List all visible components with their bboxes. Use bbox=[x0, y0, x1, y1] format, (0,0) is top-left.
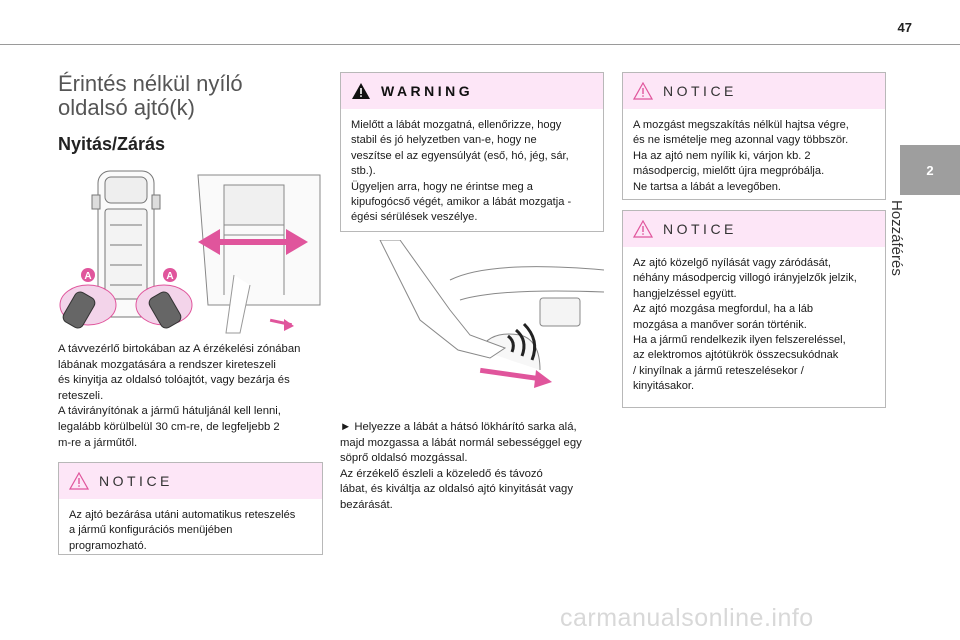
notice-body: A mozgást megszakítás nélkül hajtsa végr… bbox=[623, 109, 885, 203]
notice-body: Az ajtó közelgő nyílását vagy záródását,… bbox=[623, 247, 885, 403]
notice-triangle-icon bbox=[633, 220, 653, 238]
van-sensor-zone-illustration: A A bbox=[59, 170, 321, 334]
intro-line: reteszeli. bbox=[58, 389, 104, 402]
warning-line: égési sérülések veszélye. bbox=[351, 211, 478, 224]
leg-icon bbox=[379, 240, 507, 359]
warning-line: stb.). bbox=[351, 165, 376, 178]
warning-line: Ügyeljen arra, hogy ne érintse meg a bbox=[351, 180, 533, 193]
instruction-line: lábat, és kiváltja az oldalsó ajtó kinyi… bbox=[340, 483, 573, 496]
bumper-outline bbox=[449, 266, 604, 371]
zone-a-right-label: A bbox=[166, 271, 173, 282]
notice-header: NOTICE bbox=[623, 211, 885, 247]
warning-body: Mielőtt a lábát mozgatná, ellenőrizze, h… bbox=[341, 109, 603, 234]
notice-line: programozható. bbox=[69, 539, 147, 552]
instruction-line: Az érzékelő észleli a közeledő és távozó bbox=[340, 467, 543, 480]
intro-paragraph: A távvezérlő birtokában az A érzékelési … bbox=[58, 342, 326, 451]
zone-a-left-badge bbox=[81, 268, 95, 282]
instruction-line: ► Helyezze a lábát a hátsó lökhárító sar… bbox=[340, 421, 577, 433]
warning-line: stabil és jó helyzetben van-e, hogy ne bbox=[351, 134, 537, 147]
instruction-paragraph: ► Helyezze a lábát a hátsó lökhárító sar… bbox=[340, 420, 604, 514]
notice-title: NOTICE bbox=[663, 83, 737, 99]
notice-line: és ne ismételje meg azonnal vagy többszö… bbox=[633, 134, 849, 147]
warning-line: veszítse el az egyensúlyát (eső, hó, jég… bbox=[351, 149, 569, 162]
foot-under-bumper-illustration bbox=[379, 240, 604, 388]
notice-line: Az ajtó mozgása megfordul, ha a láb bbox=[633, 303, 814, 316]
intro-line: és kinyitja az oldalsó tolóajtót, vagy b… bbox=[58, 374, 290, 387]
notice-line: kinyitásakor. bbox=[633, 380, 695, 393]
notice-line: az elektromos ajtótükrök összecsukódnak bbox=[633, 349, 839, 362]
chapter-number: 2 bbox=[926, 162, 934, 178]
notice-line: mozgása a manőver során történik. bbox=[633, 318, 807, 331]
notice-line: a jármű konfigurációs menüjében bbox=[69, 524, 233, 537]
chapter-title: Hozzáférés bbox=[888, 200, 905, 276]
instruction-line: söprő oldalsó mozgással. bbox=[340, 452, 468, 465]
notice-triangle-icon bbox=[69, 472, 89, 490]
van-top-view bbox=[91, 170, 161, 318]
key-fob-left-icon bbox=[62, 291, 96, 329]
notice-box-autolock: NOTICE Az ajtó bezárása utáni automatiku… bbox=[58, 462, 323, 555]
section-title-line1: Érintés nélkül nyíló bbox=[58, 71, 243, 96]
notice-line: / kinyílnak a jármű reteszelésekor / bbox=[633, 364, 804, 377]
chapter-side-label: Hozzáférés bbox=[888, 200, 923, 330]
notice-line: néhány másodpercig villogó irányjelzők j… bbox=[633, 272, 857, 285]
foot-motion-arrow-icon bbox=[269, 318, 294, 331]
section-title: Érintés nélkül nyíló oldalsó ajtó(k) bbox=[58, 72, 318, 120]
sensor-wave-icon bbox=[507, 322, 537, 361]
notice-header: NOTICE bbox=[59, 463, 322, 499]
notice-line: Az ajtó közelgő nyílását vagy záródását, bbox=[633, 257, 831, 269]
warning-header: WARNING bbox=[341, 73, 603, 109]
notice-box-signals: NOTICE Az ajtó közelgő nyílását vagy zár… bbox=[622, 210, 886, 408]
instruction-line: bezárását. bbox=[340, 498, 393, 511]
intro-line: A távirányítónak a jármű hátuljánál kell… bbox=[58, 405, 281, 418]
notice-line: Ha a jármű rendelkezik ilyen felszerelés… bbox=[633, 334, 846, 347]
notice-header: NOTICE bbox=[623, 73, 885, 109]
warning-title: WARNING bbox=[381, 83, 474, 99]
notice-body: Az ajtó bezárása utáni automatikus retes… bbox=[59, 499, 322, 562]
leg-icon bbox=[225, 274, 251, 334]
instruction-line: majd mozgassa a lábát normál sebességgel… bbox=[340, 436, 582, 449]
header-divider bbox=[0, 44, 960, 45]
intro-line: m-re a járműtől. bbox=[58, 436, 138, 449]
notice-line: Az ajtó bezárása utáni automatikus retes… bbox=[69, 509, 296, 521]
warning-triangle-icon bbox=[352, 83, 370, 99]
notice-line: másodpercig, mielőtt újra megpróbálja. bbox=[633, 165, 825, 178]
notice-line: Ne tartsa a lábát a levegőben. bbox=[633, 180, 782, 193]
section-title-line2: oldalsó ajtó(k) bbox=[58, 95, 195, 120]
notice-title: NOTICE bbox=[99, 473, 173, 489]
intro-line: lábának mozgatására a rendszer kiretesze… bbox=[58, 358, 276, 371]
intro-line: A távvezérlő birtokában az A érzékelési … bbox=[58, 343, 301, 355]
notice-box-motion: NOTICE A mozgást megszakítás nélkül hajt… bbox=[622, 72, 886, 200]
warning-line: kipufogócső végét, amikor a lábát mozgat… bbox=[351, 196, 572, 209]
door-slide-arrow-icon bbox=[198, 229, 308, 255]
watermark: carmanualsonline.info bbox=[560, 604, 814, 632]
chapter-tab[interactable]: 2 bbox=[900, 145, 960, 195]
intro-line: legalább körülbelül 30 cm-re, de legfelj… bbox=[58, 420, 280, 433]
notice-title: NOTICE bbox=[663, 221, 737, 237]
notice-line: Ha az ajtó nem nyílik ki, várjon kb. 2 bbox=[633, 149, 811, 162]
page-number: 47 bbox=[897, 20, 912, 35]
subsection-title: Nyitás/Zárás bbox=[58, 134, 166, 154]
zone-a-right-badge bbox=[163, 268, 177, 282]
foot-motion-arrow-icon bbox=[479, 367, 552, 388]
key-fob-right-icon bbox=[148, 291, 182, 329]
zone-a-left-label: A bbox=[84, 271, 91, 282]
notice-triangle-icon bbox=[633, 82, 653, 100]
warning-line: Mielőtt a lábát mozgatná, ellenőrizze, h… bbox=[351, 119, 562, 131]
notice-line: A mozgást megszakítás nélkül hajtsa végr… bbox=[633, 119, 849, 131]
notice-line: hangjelzéssel együtt. bbox=[633, 287, 737, 300]
warning-box: WARNING Mielőtt a lábát mozgatná, ellenő… bbox=[340, 72, 604, 232]
